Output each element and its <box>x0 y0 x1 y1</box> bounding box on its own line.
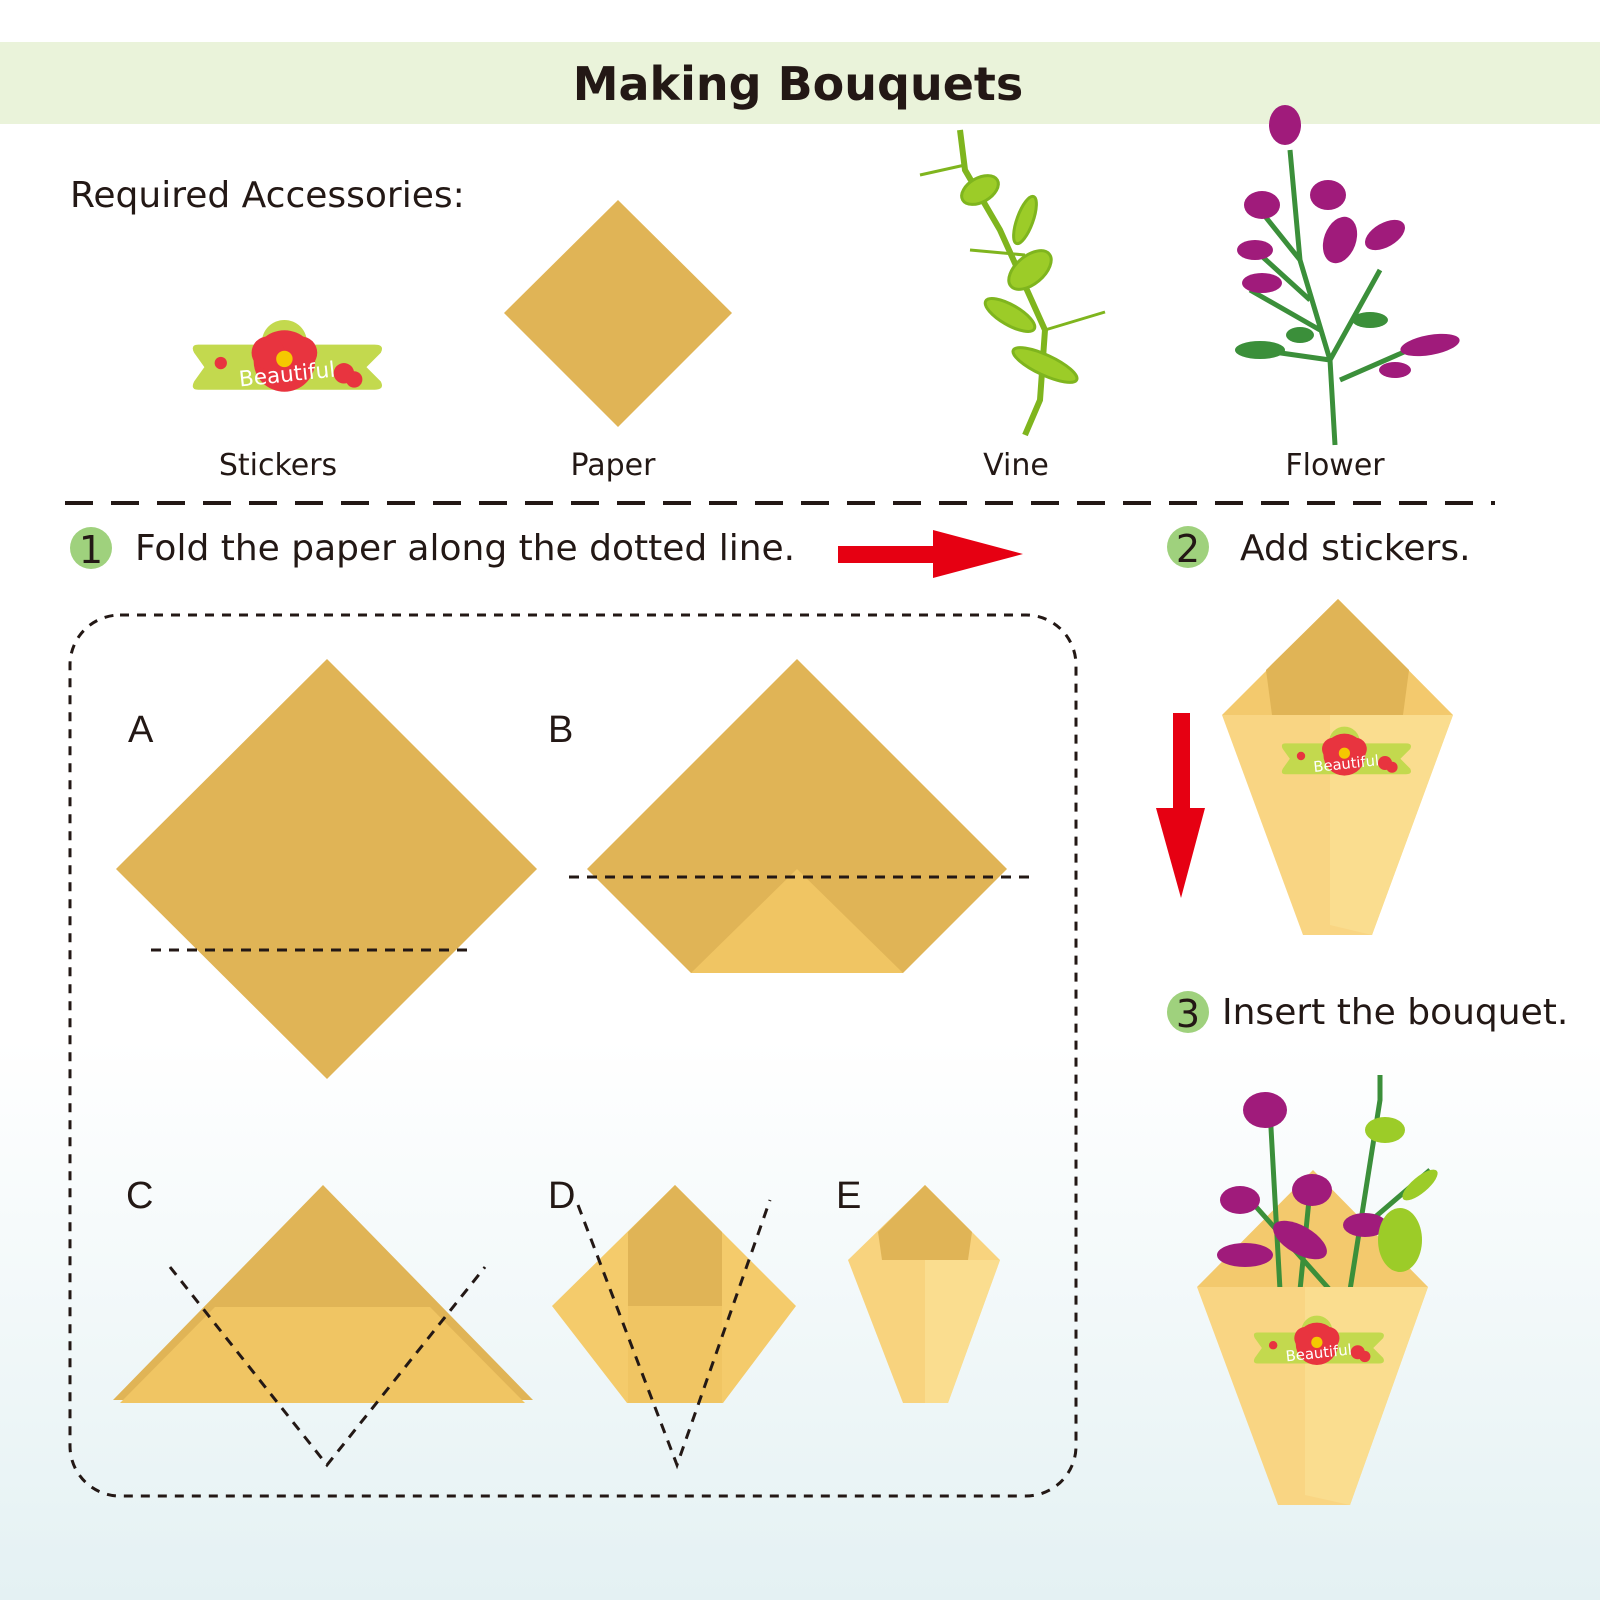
fold-steps-box <box>68 613 1078 1498</box>
fold-label-d: D <box>548 1175 575 1217</box>
paper-icon <box>504 200 732 427</box>
fold-label-c: C <box>126 1175 153 1217</box>
fold-diagram-b <box>587 659 1007 973</box>
page-title: Making Bouquets <box>573 57 1024 111</box>
fold-diagram-d <box>552 1185 796 1403</box>
fold-label-a: A <box>128 709 154 751</box>
step-1-text: Fold the paper along the dotted line. <box>135 528 795 569</box>
step-3-text: Insert the bouquet. <box>1222 992 1568 1033</box>
arrow-down-icon <box>1156 713 1205 898</box>
cone-with-sticker: Beautiful <box>1222 599 1453 935</box>
cone-sticker-logo-text: Beautiful <box>1313 752 1380 776</box>
fold-label-b: B <box>548 709 573 751</box>
finished-bouquet: Beautiful <box>1197 1075 1438 1505</box>
step-2-badge <box>1167 526 1209 568</box>
vine-label: Vine <box>983 448 1049 483</box>
step-1-number: 1 <box>79 528 103 572</box>
step-1-badge <box>70 527 112 569</box>
flower-icon <box>1235 105 1460 446</box>
fold-line-c <box>168 1266 487 1468</box>
step-2-number: 2 <box>1176 527 1200 571</box>
header-band <box>0 42 1600 124</box>
step-2-text: Add stickers. <box>1240 528 1471 569</box>
paper-label: Paper <box>571 448 657 483</box>
fold-diagram-e <box>848 1185 1000 1403</box>
arrow-right-icon <box>838 530 1023 578</box>
cone-sticker: Beautiful <box>1281 726 1411 776</box>
fold-label-e: E <box>836 1175 861 1217</box>
step-3-badge <box>1167 991 1209 1033</box>
bouquet-sticker-logo-text: Beautiful <box>1285 1341 1353 1365</box>
step-3-number: 3 <box>1176 992 1200 1036</box>
sticker-icon: Beautiful <box>192 319 383 393</box>
fold-line-d <box>576 1199 772 1470</box>
fold-diagram-a <box>116 659 537 1079</box>
accessories-heading: Required Accessories: <box>70 175 465 216</box>
vine-icon <box>919 129 1106 437</box>
flower-label: Flower <box>1285 448 1385 483</box>
stickers-label: Stickers <box>219 448 337 483</box>
bouquet-sticker: Beautiful <box>1253 1315 1384 1365</box>
